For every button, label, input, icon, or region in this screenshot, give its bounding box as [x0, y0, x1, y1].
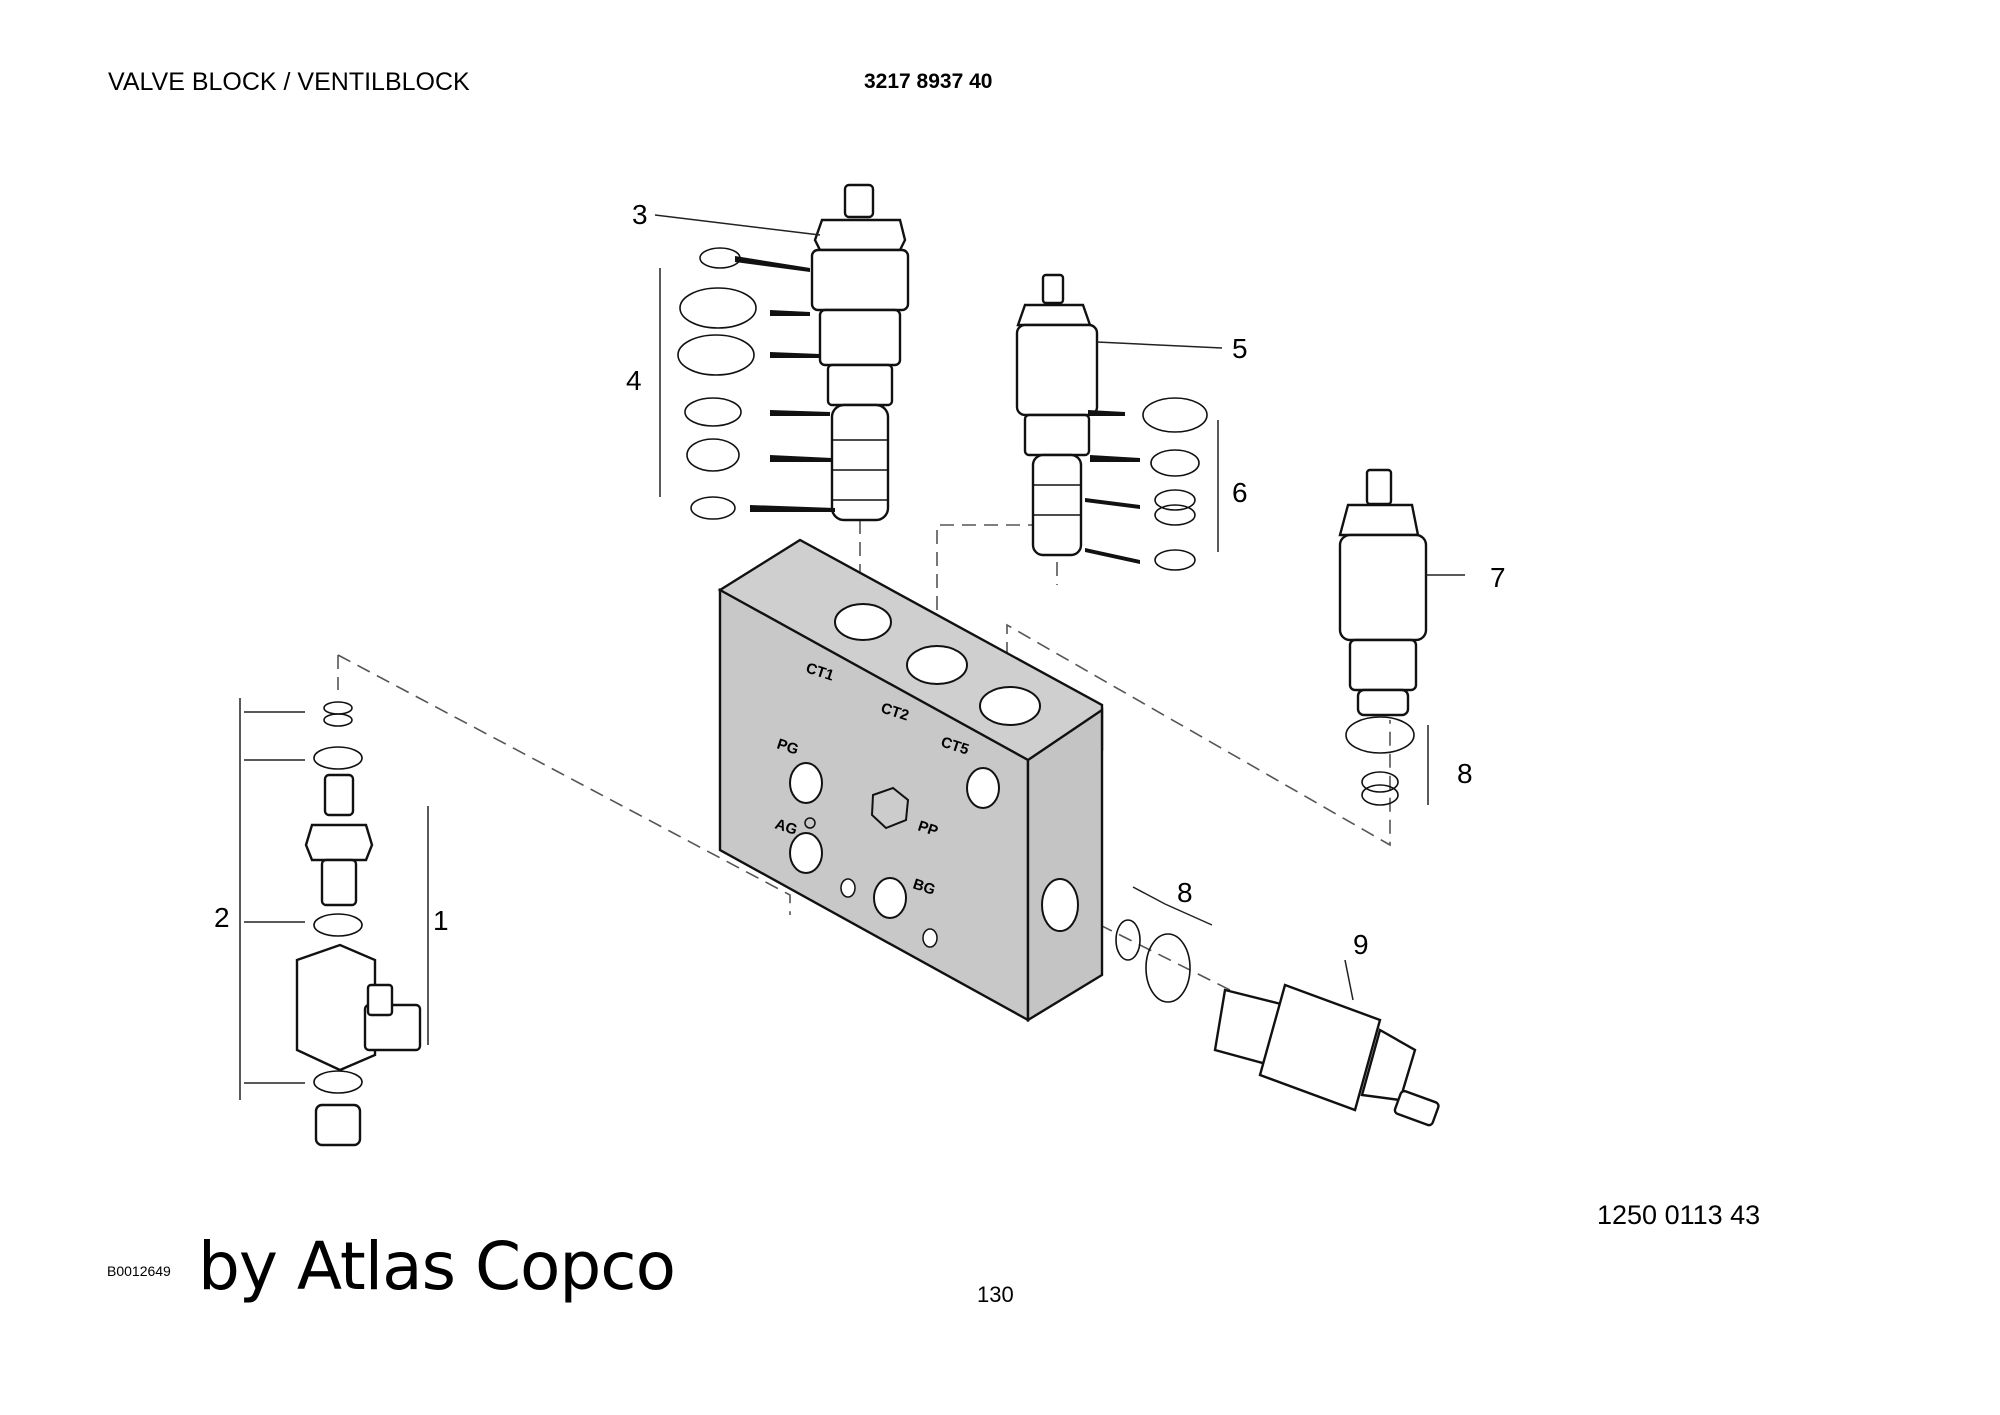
seal-kit-6	[1085, 397, 1219, 571]
port-label-pp: PP	[916, 818, 940, 840]
callout-4: 4	[626, 365, 642, 396]
brand-watermark: by Atlas Copco	[198, 1228, 676, 1305]
valve-block	[717, 538, 1104, 1023]
seal-kit-4	[659, 247, 835, 520]
callout-6: 6	[1232, 477, 1248, 508]
cartridge-valve-5	[1015, 273, 1099, 557]
solenoid-valve-1	[239, 698, 429, 1147]
figure-code: B0012649	[107, 1263, 171, 1279]
callout-8-lower: 8	[1177, 877, 1193, 908]
callout-9: 9	[1353, 929, 1369, 960]
callout-2: 2	[214, 902, 230, 933]
part-number: 3217 8937 40	[864, 70, 993, 93]
page-number: 130	[977, 1282, 1014, 1307]
callout-7: 7	[1490, 562, 1506, 593]
cartridge-valve-3	[810, 183, 910, 522]
callout-5: 5	[1232, 333, 1248, 364]
port-label-ag: AG	[773, 816, 800, 839]
drawing-number: 1250 0113 43	[1597, 1200, 1761, 1230]
callouts: 1 2 3 4 5 6 7 8 8 9	[214, 199, 1506, 960]
callout-3: 3	[632, 199, 648, 230]
relief-valve-7	[1338, 468, 1465, 806]
page-title: VALVE BLOCK / VENTILBLOCK	[108, 68, 470, 96]
port-label-bg: BG	[911, 876, 938, 899]
callout-1: 1	[433, 905, 449, 936]
relief-valve-9	[1115, 886, 1440, 1127]
callout-8-upper: 8	[1457, 758, 1473, 789]
leader-lines	[654, 214, 1223, 349]
port-label-pg: PG	[775, 736, 801, 759]
